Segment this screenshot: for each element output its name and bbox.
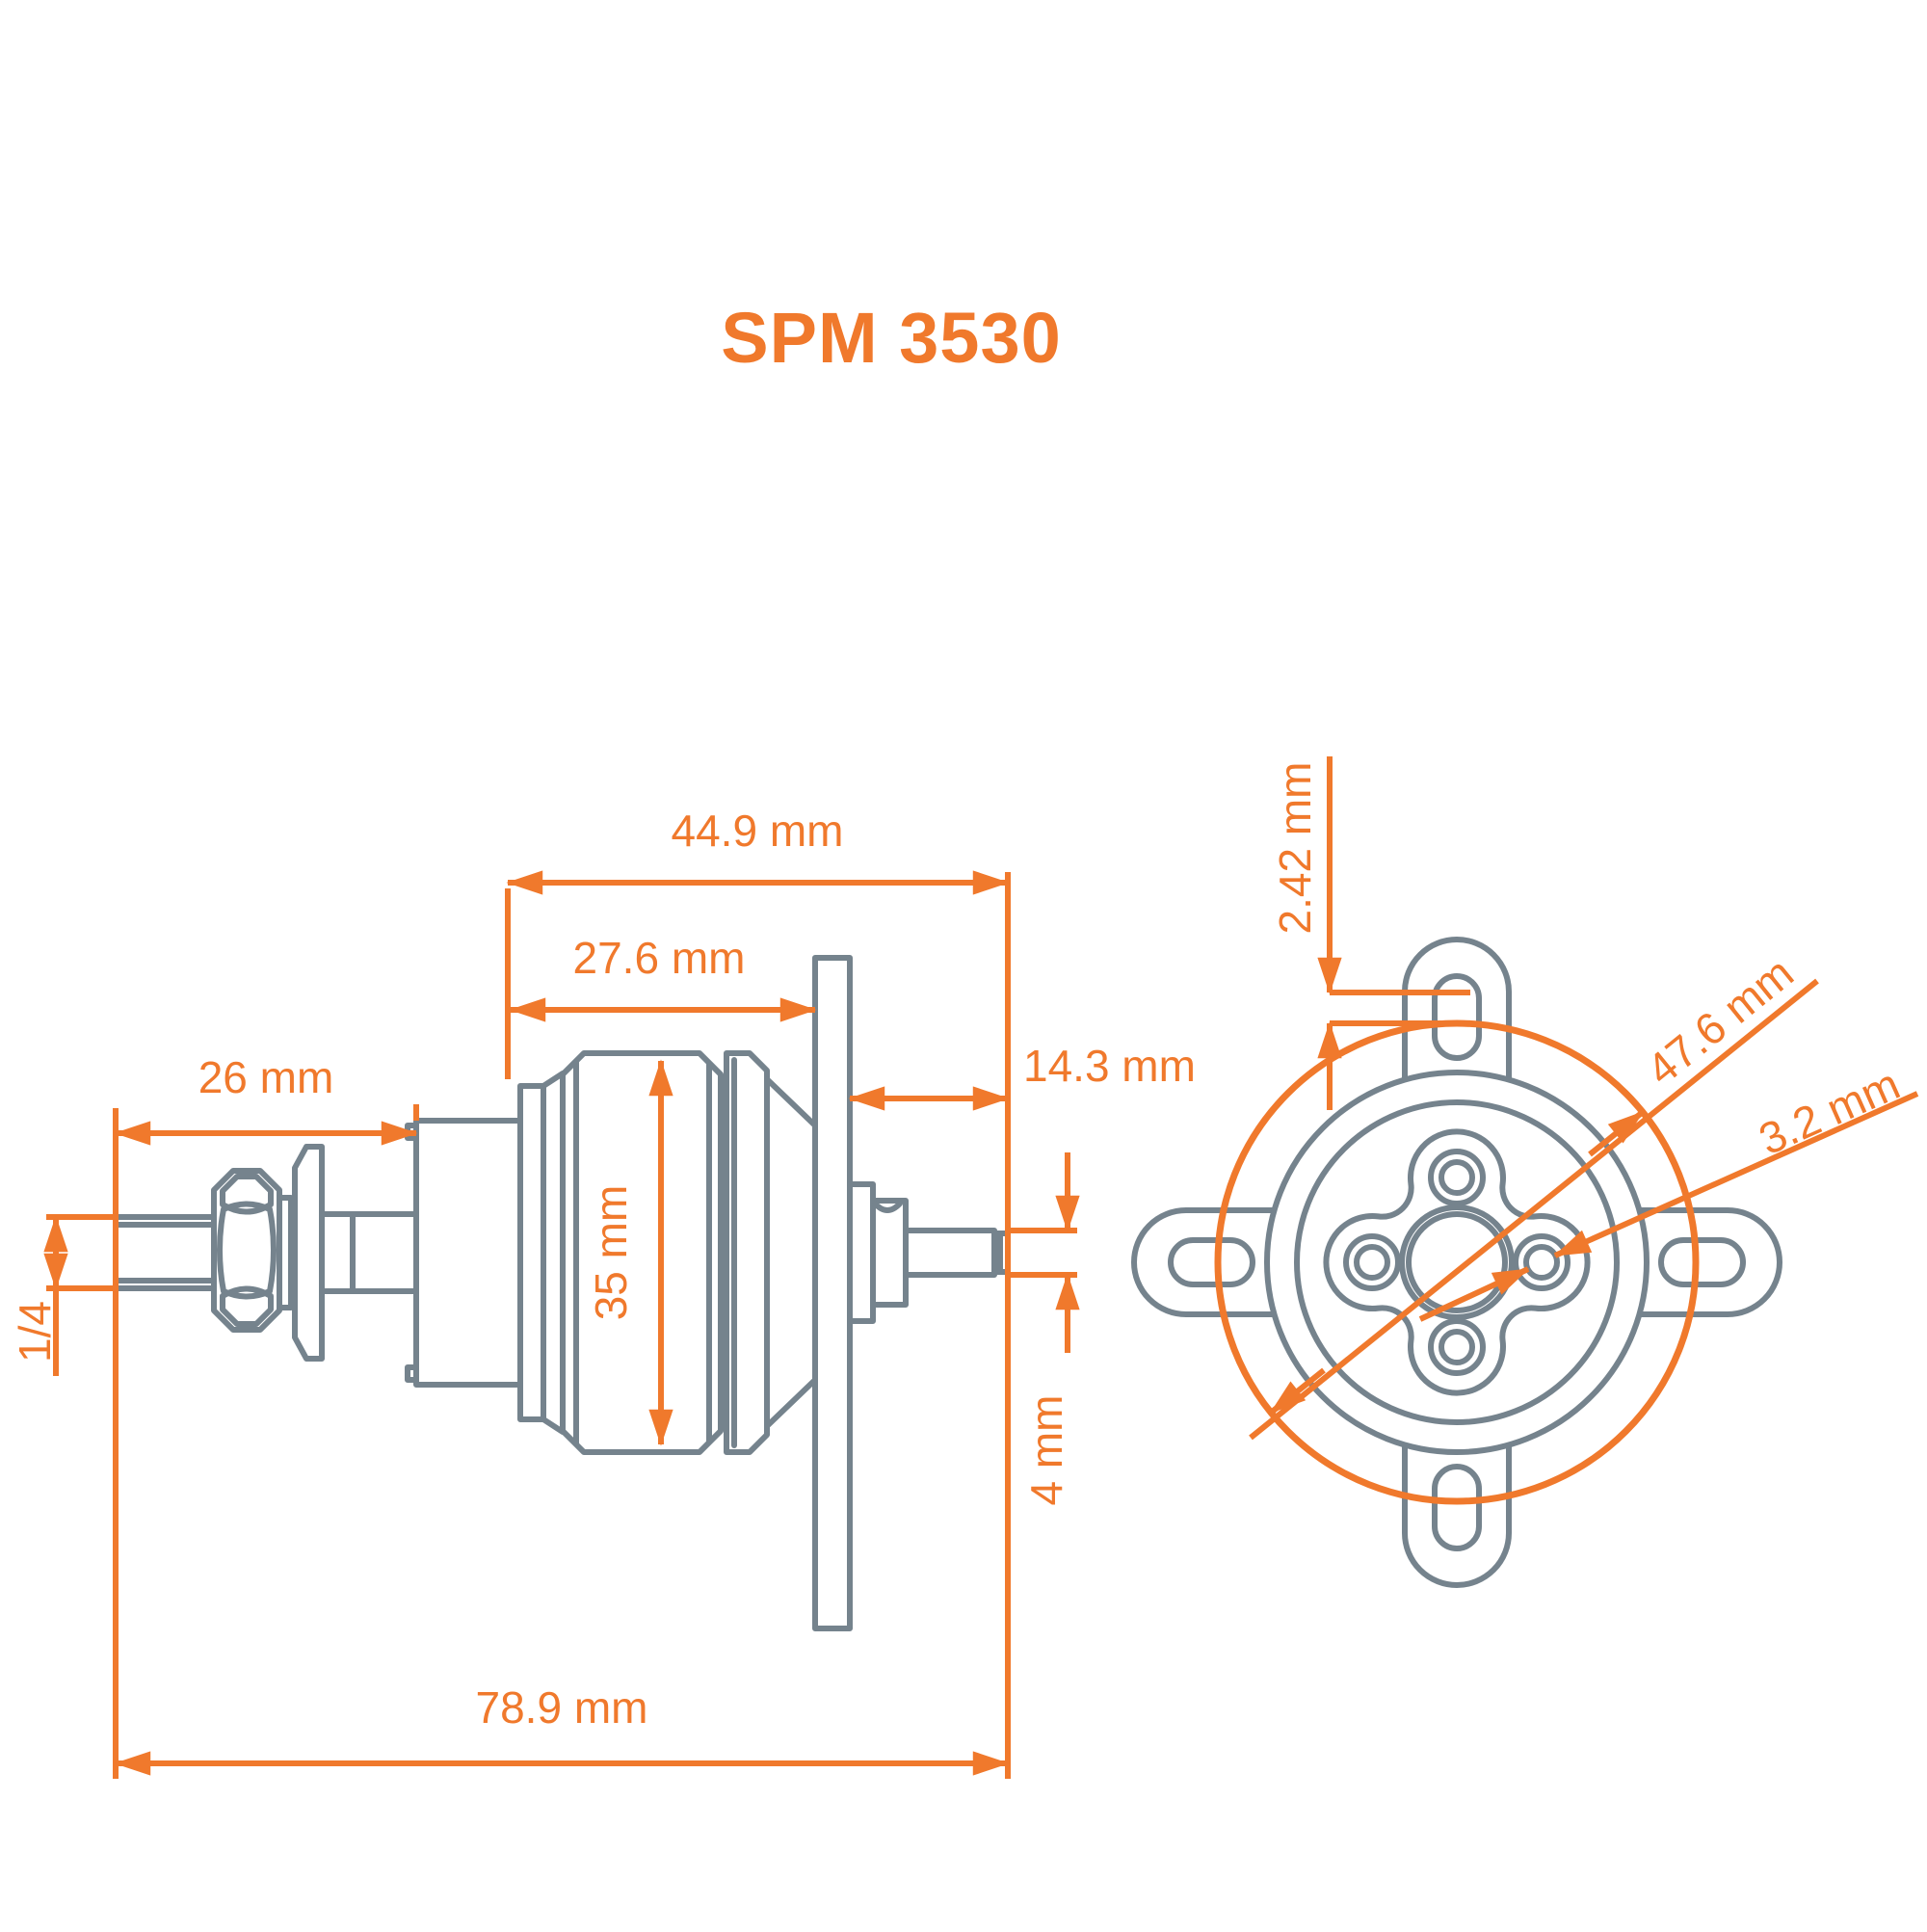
mount-plate-edge (812, 955, 853, 1631)
front-mount-boss (405, 1118, 523, 1388)
hub-bolt-holes (1343, 1149, 1571, 1376)
hex-prop-nut (211, 1168, 282, 1333)
prop-shaft-front (319, 1211, 419, 1294)
side-view-dimensions: 78.9 mm 26 mm 44.9 mm 27.6 mm 14.3 mm 35… (10, 806, 1196, 1779)
dim-hole-diameter-label: 3.2 mm (1752, 1058, 1907, 1164)
slot-top (1432, 973, 1482, 1061)
front-flange (517, 1083, 546, 1422)
rear-bearing-hub (847, 1181, 909, 1324)
spinner-plate (292, 1144, 325, 1362)
rear-cone-top (764, 1076, 818, 1128)
motor-bell (560, 1050, 770, 1455)
dim-shaft-diameter-label: 4 mm (1021, 1395, 1071, 1506)
dim-slot-offset-label: 2.42 mm (1270, 762, 1320, 935)
dim-overall-length-label: 78.9 mm (476, 1682, 648, 1733)
prop-shaft-thread (113, 1214, 228, 1291)
motor-side-view: 78.9 mm 26 mm 44.9 mm 27.6 mm 14.3 mm 35… (10, 806, 1196, 1779)
motor-front-view: 47.6 mm 2.42 mm 3.2 mm (1131, 756, 1919, 1588)
center-bore (1399, 1204, 1515, 1320)
dim-thread-label: 1/4 (10, 1301, 60, 1363)
dim-prop-adapter-label: 26 mm (198, 1052, 334, 1102)
slot-left (1168, 1237, 1255, 1287)
dim-motor-length-label: 44.9 mm (672, 806, 844, 856)
dim-rear-length-label: 14.3 mm (1023, 1041, 1196, 1091)
dim-can-diameter-label: 35 mm (586, 1185, 636, 1321)
dim-face-to-mount-label: 27.6 mm (573, 933, 746, 983)
bolt-circle (1214, 1019, 1700, 1505)
dim-bolt-circle-label: 47.6 mm (1637, 947, 1803, 1095)
page-title: SPM 3530 (721, 298, 1062, 378)
rear-shaft (903, 1228, 1011, 1278)
rear-cone-bottom (764, 1377, 818, 1429)
mount-slots (1168, 973, 1746, 1551)
slot-bottom (1432, 1464, 1482, 1551)
front-cone-bottom (541, 1416, 566, 1435)
slot-right (1658, 1237, 1746, 1287)
washer (277, 1195, 294, 1310)
front-cone-top (541, 1071, 566, 1089)
